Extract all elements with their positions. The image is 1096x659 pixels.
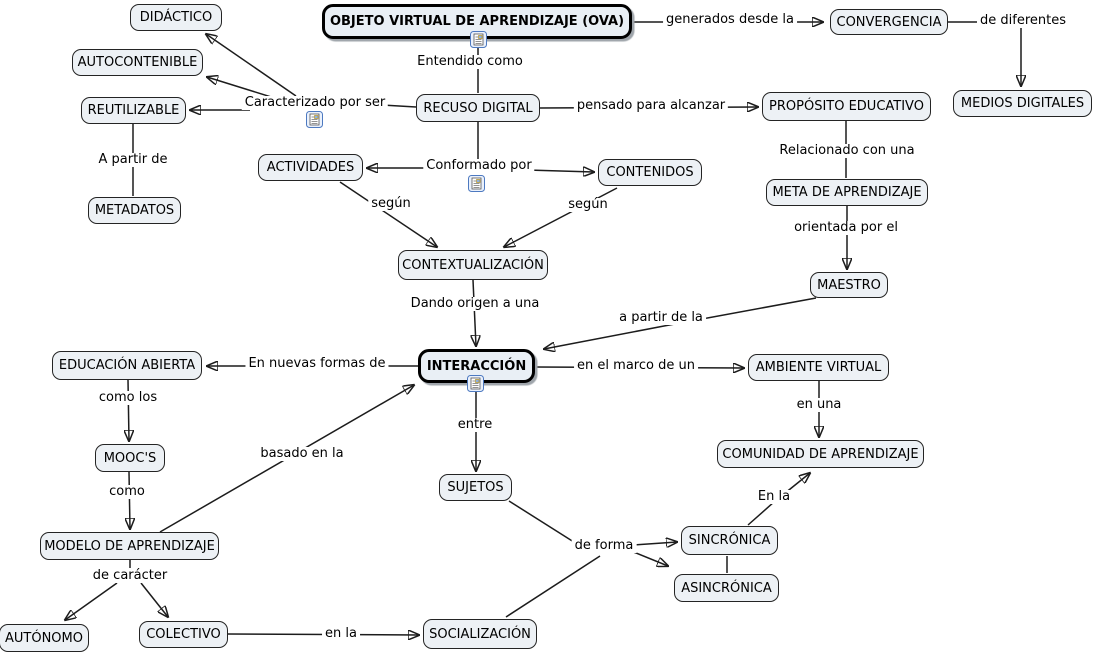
phrase-entendido-como[interactable]: Entendido como [414,55,526,69]
phrase-orientada-por-el[interactable]: orientada por el [791,221,901,235]
node-autonomo[interactable]: AUTÓNOMO [0,624,89,652]
phrase-en-el-marco-de-un[interactable]: en el marco de un [574,359,698,373]
phrase-de-caracter[interactable]: de carácter [89,569,171,583]
node-meta-de-aprendizaje[interactable]: META DE APRENDIZAJE [766,179,928,206]
phrase-conformado-por[interactable]: Conformado por [423,159,535,173]
node-sujetos[interactable]: SUJETOS [439,474,512,501]
edge-conformado-contenidos [526,170,594,172]
edge-deforma-asincronica [630,550,668,566]
edge-contextualizacion-interaccion [473,279,476,346]
node-moocs[interactable]: MOOC'S [95,444,165,472]
node-sincronica[interactable]: SINCRÓNICA [681,526,778,555]
edge-moocs-modelo [129,471,130,529]
resource-document-icon[interactable] [467,375,484,392]
node-autocontenible[interactable]: AUTOCONTENIBLE [72,49,203,76]
phrase-segun-izquierda[interactable]: según [368,197,414,211]
phrase-en-la-socializacion[interactable]: en la [322,627,360,641]
phrase-entre[interactable]: entre [454,418,496,432]
node-actividades[interactable]: ACTIVIDADES [258,154,363,181]
node-ambiente-virtual[interactable]: AMBIENTE VIRTUAL [748,354,889,381]
resource-document-icon[interactable] [470,31,487,48]
node-medios-digitales[interactable]: MEDIOS DIGITALES [953,90,1092,117]
edge-convergencia-medios-digitales [948,21,1021,86]
edge-sujetos-deforma [508,500,578,545]
phrase-en-una[interactable]: en una [793,398,845,412]
node-educacion-abierta[interactable]: EDUCACIÓN ABIERTA [52,351,202,380]
phrase-segun-derecha[interactable]: según [565,198,611,212]
node-contenidos[interactable]: CONTENIDOS [598,159,702,186]
edge-educacion-moocs [128,379,129,441]
node-reutilizable[interactable]: REUTILIZABLE [81,97,186,124]
phrase-basado-en-la[interactable]: basado en la [257,447,347,461]
edge-contenidos-contextualizacion [504,187,618,247]
node-contextualizacion[interactable]: CONTEXTUALIZACIÓN [398,250,548,280]
phrase-como-los[interactable]: como los [95,391,161,405]
edge-decaracter-colectivo [140,582,168,617]
resource-document-icon[interactable] [306,111,323,128]
node-recuso-digital[interactable]: RECUSO DIGITAL [416,94,540,122]
edge-maestro-interaccion [544,297,817,349]
phrase-pensado-para-alcanzar[interactable]: pensado para alcanzar [573,99,729,113]
resource-document-icon[interactable] [468,175,485,192]
phrase-a-partir-de-la[interactable]: a partir de la [616,311,706,325]
phrase-relacionado-con-una[interactable]: Relacionado con una [776,144,918,158]
node-modelo-de-aprendizaje[interactable]: MODELO DE APRENDIZAJE [40,532,219,560]
node-asincronica[interactable]: ASINCRÓNICA [674,574,779,602]
node-socializacion[interactable]: SOCIALIZACIÓN [423,619,537,649]
phrase-a-partir-de[interactable]: A partir de [95,153,171,167]
node-maestro[interactable]: MAESTRO [810,272,888,298]
phrase-en-nuevas-formas-de[interactable]: En nuevas formas de [245,357,389,371]
node-colectivo[interactable]: COLECTIVO [139,621,228,648]
phrase-de-forma[interactable]: de forma [571,539,637,553]
edge-caracterizado-didactico [206,34,297,97]
edge-deforma-sincronica [633,542,677,545]
phrase-dando-origen-a-una[interactable]: Dando origen a una [407,297,543,311]
node-metadatos[interactable]: METADATOS [88,197,181,224]
phrase-de-diferentes[interactable]: de diferentes [977,14,1069,28]
node-convergencia[interactable]: CONVERGENCIA [830,9,948,35]
phrase-caracterizado-por-ser[interactable]: Caracterizado por ser [241,96,389,110]
phrase-en-la-comunidad[interactable]: En la [754,490,794,504]
phrase-como[interactable]: como [106,485,148,499]
edge-actividades-contextualizacion [339,181,437,247]
node-didactico[interactable]: DIDÁCTICO [130,4,222,31]
phrase-generados-desde-la[interactable]: generados desde la [663,13,797,27]
node-comunidad-de-aprendizaje[interactable]: COMUNIDAD DE APRENDIZAJE [717,440,924,468]
edge-decaracter-autonomo [65,582,118,620]
edge-socializacion-deforma [505,555,601,618]
node-proposito-educativo[interactable]: PROPÓSITO EDUCATIVO [762,92,931,121]
